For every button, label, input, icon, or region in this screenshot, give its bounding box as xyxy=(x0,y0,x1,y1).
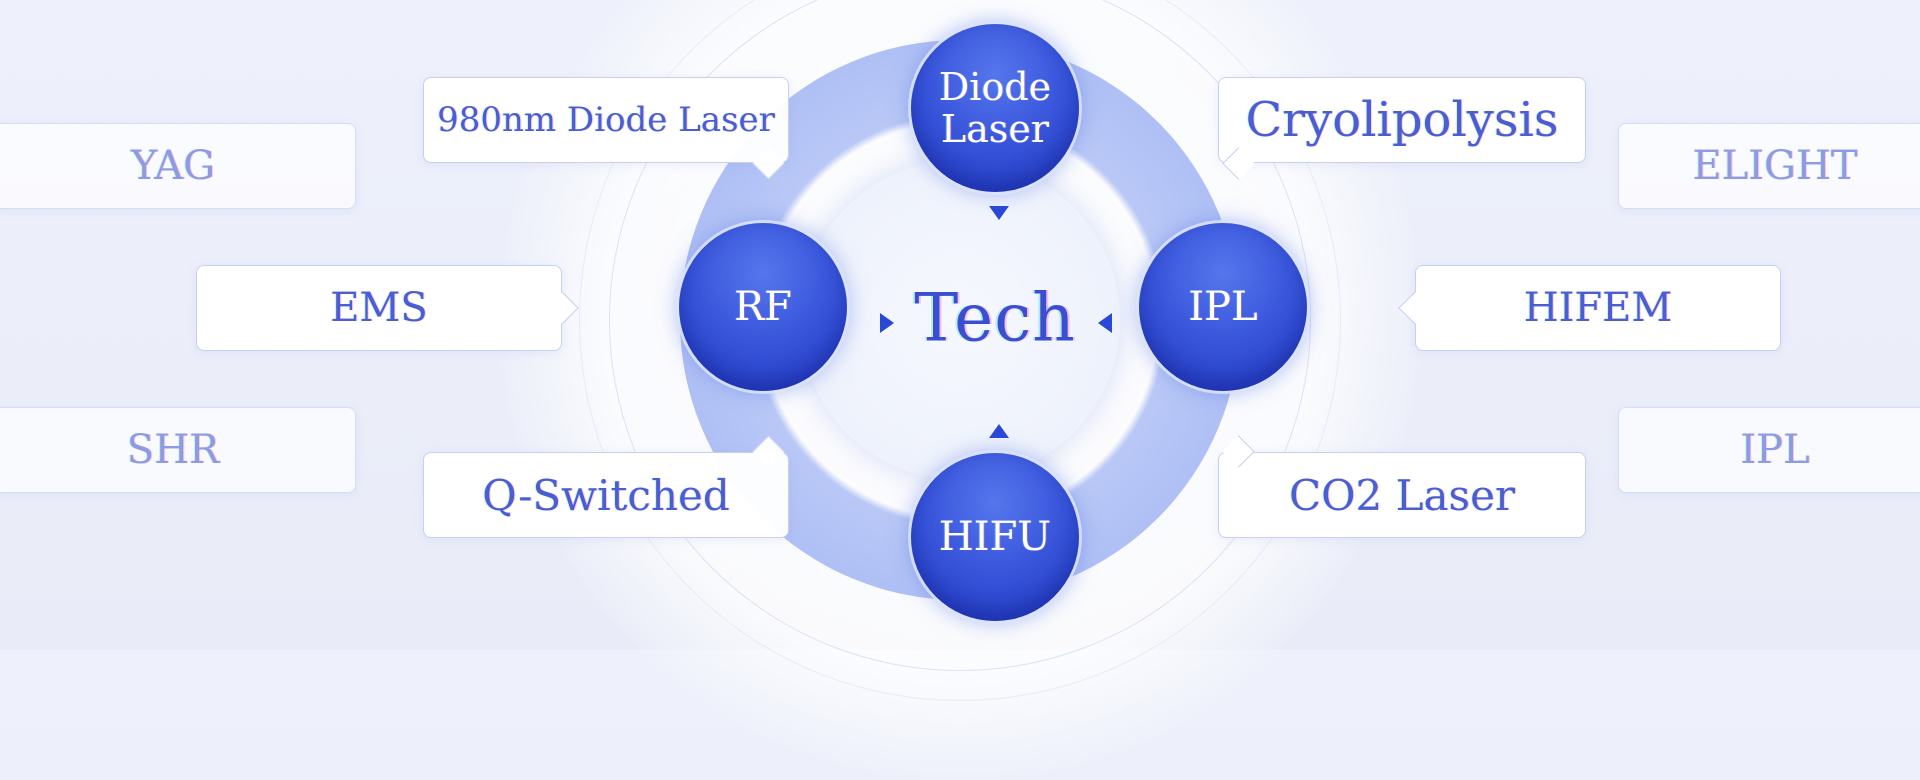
node-rf[interactable]: RF xyxy=(679,223,847,391)
tag-980nm-diode-laser[interactable]: 980nm Diode Laser xyxy=(423,77,789,180)
tag-ipl-outer-label: IPL xyxy=(1740,427,1810,473)
tag-yag-label: YAG xyxy=(130,143,216,189)
tag-cryolipolysis-label: Cryolipolysis xyxy=(1245,92,1559,148)
tag-ems[interactable]: EMS xyxy=(196,265,579,351)
tag-co2-laser[interactable]: CO2 Laser xyxy=(1218,435,1586,538)
tag-q-switched-label: Q-Switched xyxy=(482,470,730,520)
tag-ems-label: EMS xyxy=(330,285,428,331)
tag-980nm-diode-laser-label: 980nm Diode Laser xyxy=(437,100,775,140)
arrow-left-icon xyxy=(1098,313,1112,333)
tag-elight[interactable]: ELIGHT xyxy=(1618,123,1920,209)
node-hifu[interactable]: HIFU xyxy=(911,453,1079,621)
tag-cryolipolysis[interactable]: Cryolipolysis xyxy=(1218,77,1586,180)
node-ipl[interactable]: IPL xyxy=(1139,223,1307,391)
node-diode-laser[interactable]: Diode Laser xyxy=(911,24,1079,192)
tag-ipl-outer[interactable]: IPL xyxy=(1618,407,1920,493)
tag-elight-label: ELIGHT xyxy=(1692,143,1858,189)
node-diode-laser-label: Diode Laser xyxy=(938,65,1052,151)
tag-co2-laser-label: CO2 Laser xyxy=(1288,470,1516,520)
center-label: Tech xyxy=(914,279,1076,357)
tag-shr[interactable]: SHR xyxy=(0,407,356,493)
node-ipl-label: IPL xyxy=(1188,284,1258,330)
arrow-right-icon xyxy=(880,313,894,333)
tag-hifem[interactable]: HIFEM xyxy=(1398,265,1781,351)
center-disc xyxy=(800,160,1120,480)
tag-hifem-label: HIFEM xyxy=(1523,285,1673,331)
tag-q-switched[interactable]: Q-Switched xyxy=(423,435,789,538)
arrow-up-icon xyxy=(989,424,1009,438)
tag-shr-label: SHR xyxy=(126,427,220,473)
node-rf-label: RF xyxy=(734,284,792,330)
arrow-down-icon xyxy=(989,206,1009,220)
node-hifu-label: HIFU xyxy=(938,514,1052,560)
tag-yag[interactable]: YAG xyxy=(0,123,356,209)
